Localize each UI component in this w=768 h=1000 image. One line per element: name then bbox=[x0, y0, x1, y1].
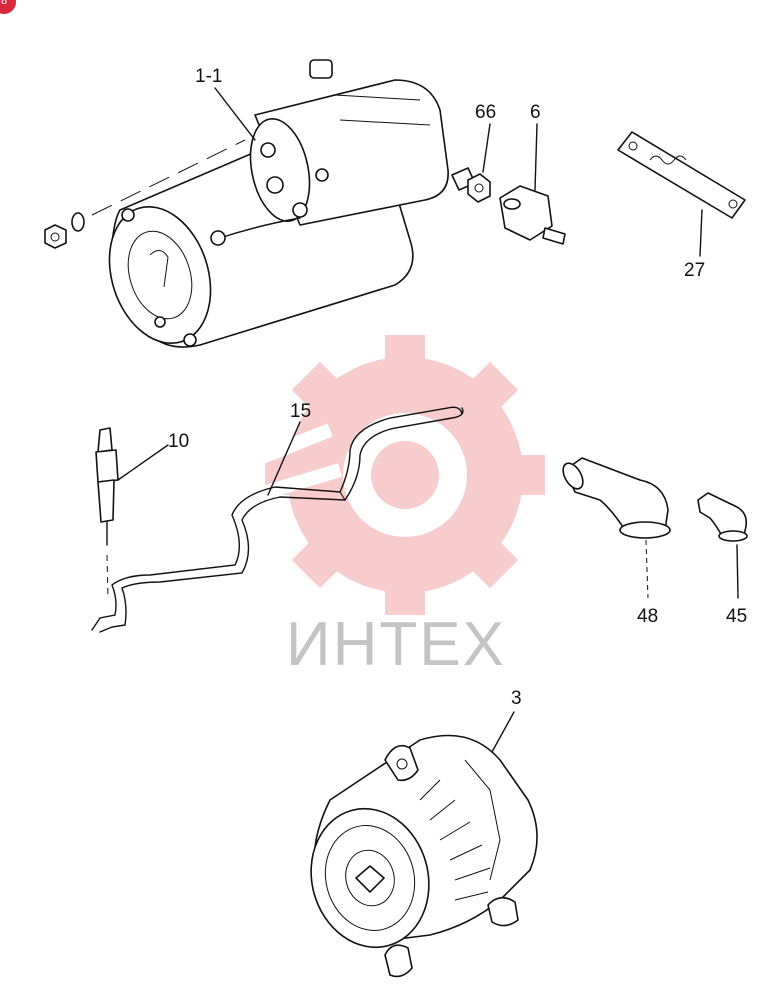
callout-plate: 27 bbox=[684, 260, 705, 281]
callout-harness: 15 bbox=[290, 401, 311, 422]
bolt-66: 66 bbox=[451, 102, 496, 203]
starter-motor: 1-1 bbox=[44, 59, 449, 348]
callout-glow-plug: 10 bbox=[168, 431, 189, 452]
callout-bolt: 66 bbox=[475, 102, 496, 123]
corner-badge: 8 bbox=[0, 0, 16, 14]
callout-boot-large: 48 bbox=[637, 606, 658, 627]
glow-plug-10: 10 bbox=[95, 427, 189, 599]
harness-15: 15 bbox=[91, 401, 464, 633]
callout-alternator: 3 bbox=[511, 688, 522, 709]
boot-45: 45 bbox=[697, 492, 748, 627]
callout-switch: 6 bbox=[530, 102, 541, 123]
callout-boot-small: 45 bbox=[726, 606, 747, 627]
alternator-3: 3 bbox=[310, 688, 538, 978]
callout-starter: 1-1 bbox=[195, 66, 222, 87]
pressure-switch-6: 6 bbox=[499, 102, 566, 245]
label-plate-27: 27 bbox=[617, 131, 746, 281]
boot-48: 48 bbox=[562, 457, 671, 627]
watermark-brand: ИНТЕХ bbox=[286, 610, 506, 679]
